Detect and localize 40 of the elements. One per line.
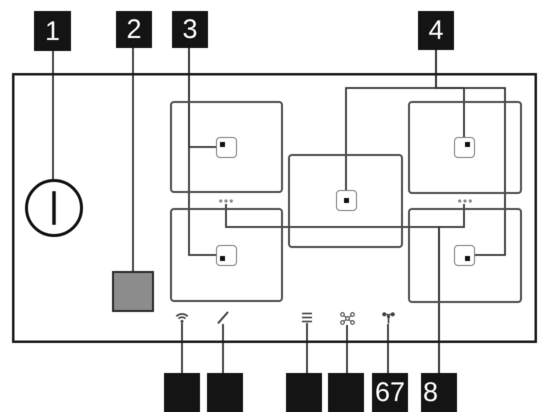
leader-line <box>222 324 224 373</box>
cooking-zone <box>288 154 403 248</box>
callout-tile <box>164 373 200 412</box>
fan-icon <box>382 312 395 324</box>
callout-number: 67 <box>372 373 408 412</box>
indicator-icon <box>454 137 475 158</box>
leader-line <box>306 323 308 373</box>
leader-line <box>435 50 506 256</box>
leader-line <box>387 324 389 373</box>
cooking-zone <box>170 208 283 302</box>
leader-line <box>346 325 348 373</box>
leader-line <box>438 204 465 373</box>
callout-number: 4 <box>418 11 454 50</box>
wifi-icon <box>175 312 189 323</box>
leader-line <box>52 51 54 179</box>
callout-number: 2 <box>116 11 152 48</box>
menu-icon <box>301 312 313 323</box>
callout-number: 8 <box>421 373 457 412</box>
indicator-icon <box>336 190 357 211</box>
leader-line <box>188 48 216 256</box>
callout-tile <box>207 373 243 412</box>
cooking-zone <box>170 101 283 193</box>
network-icon <box>340 312 355 325</box>
callout-number: 1 <box>34 11 71 51</box>
filled-square <box>112 271 154 312</box>
power-icon <box>25 179 83 237</box>
leader-line <box>132 48 134 271</box>
indicator-icon <box>216 245 237 266</box>
callout-tile <box>328 373 364 412</box>
indicator-icon <box>216 137 237 158</box>
pencil-icon <box>217 311 229 324</box>
cooking-zone <box>408 101 522 194</box>
three-dots-icon <box>218 198 234 204</box>
callout-number: 3 <box>172 11 208 48</box>
cooking-zone <box>408 208 522 303</box>
leader-line <box>181 323 183 373</box>
callout-tile <box>286 373 322 412</box>
three-dots-icon <box>457 198 473 204</box>
control-panel-frame <box>12 73 537 343</box>
indicator-icon <box>454 245 475 266</box>
